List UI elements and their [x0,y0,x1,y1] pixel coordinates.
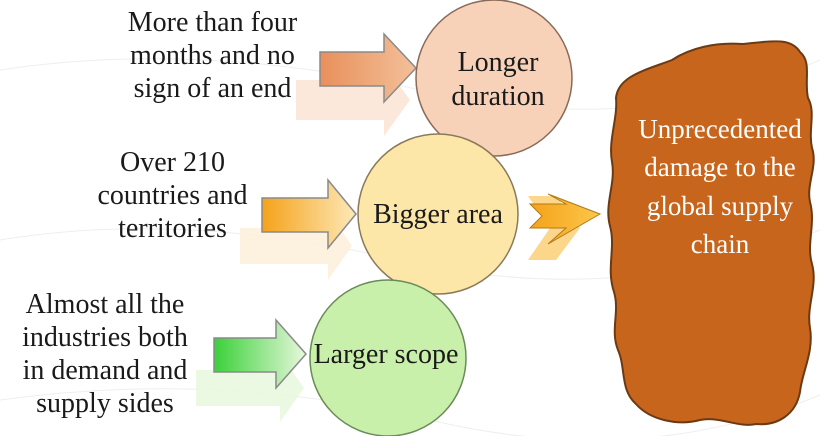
outcome-line: damage to the [644,152,796,183]
detail-line: territories [118,213,227,245]
circle-label-scope: Larger scope [313,339,459,370]
outcome-label: Unprecedented damage to the global suppl… [620,110,820,263]
circle-label-word: duration [451,80,545,112]
outcome-line: global supply [646,190,794,221]
detail-line: months and no [130,40,295,72]
outcome-line: Unprecedented [638,114,802,144]
detail-line: More than four [127,7,298,38]
chevron-arrow-icon [528,193,602,260]
arrow-icon-area [240,177,357,280]
detail-line: Almost all the [25,289,185,320]
circle-larger-scope [309,279,467,436]
detail-line: countries and [97,180,248,212]
circle-label-duration: Longer duration [428,46,568,113]
arrow-icon-duration [296,32,418,136]
circle-bigger-area [357,133,519,295]
outcome-blob [607,40,815,426]
detail-line: supply sides [36,388,174,420]
detail-area: Over 210 countries and territories [75,146,270,245]
detail-duration: More than four months and no sign of an … [100,6,325,105]
detail-line: sign of an end [133,73,292,105]
detail-scope: Almost all the industries both in demand… [0,288,210,420]
outcome-line: chain [690,228,750,259]
circle-label-area: Bigger area [373,199,503,230]
detail-line: industries both [22,322,188,354]
detail-line: Over 210 [120,147,225,178]
detail-line: in demand and [22,355,188,387]
circle-label-word: Longer [457,47,539,78]
arrow-icon-scope [196,318,308,422]
